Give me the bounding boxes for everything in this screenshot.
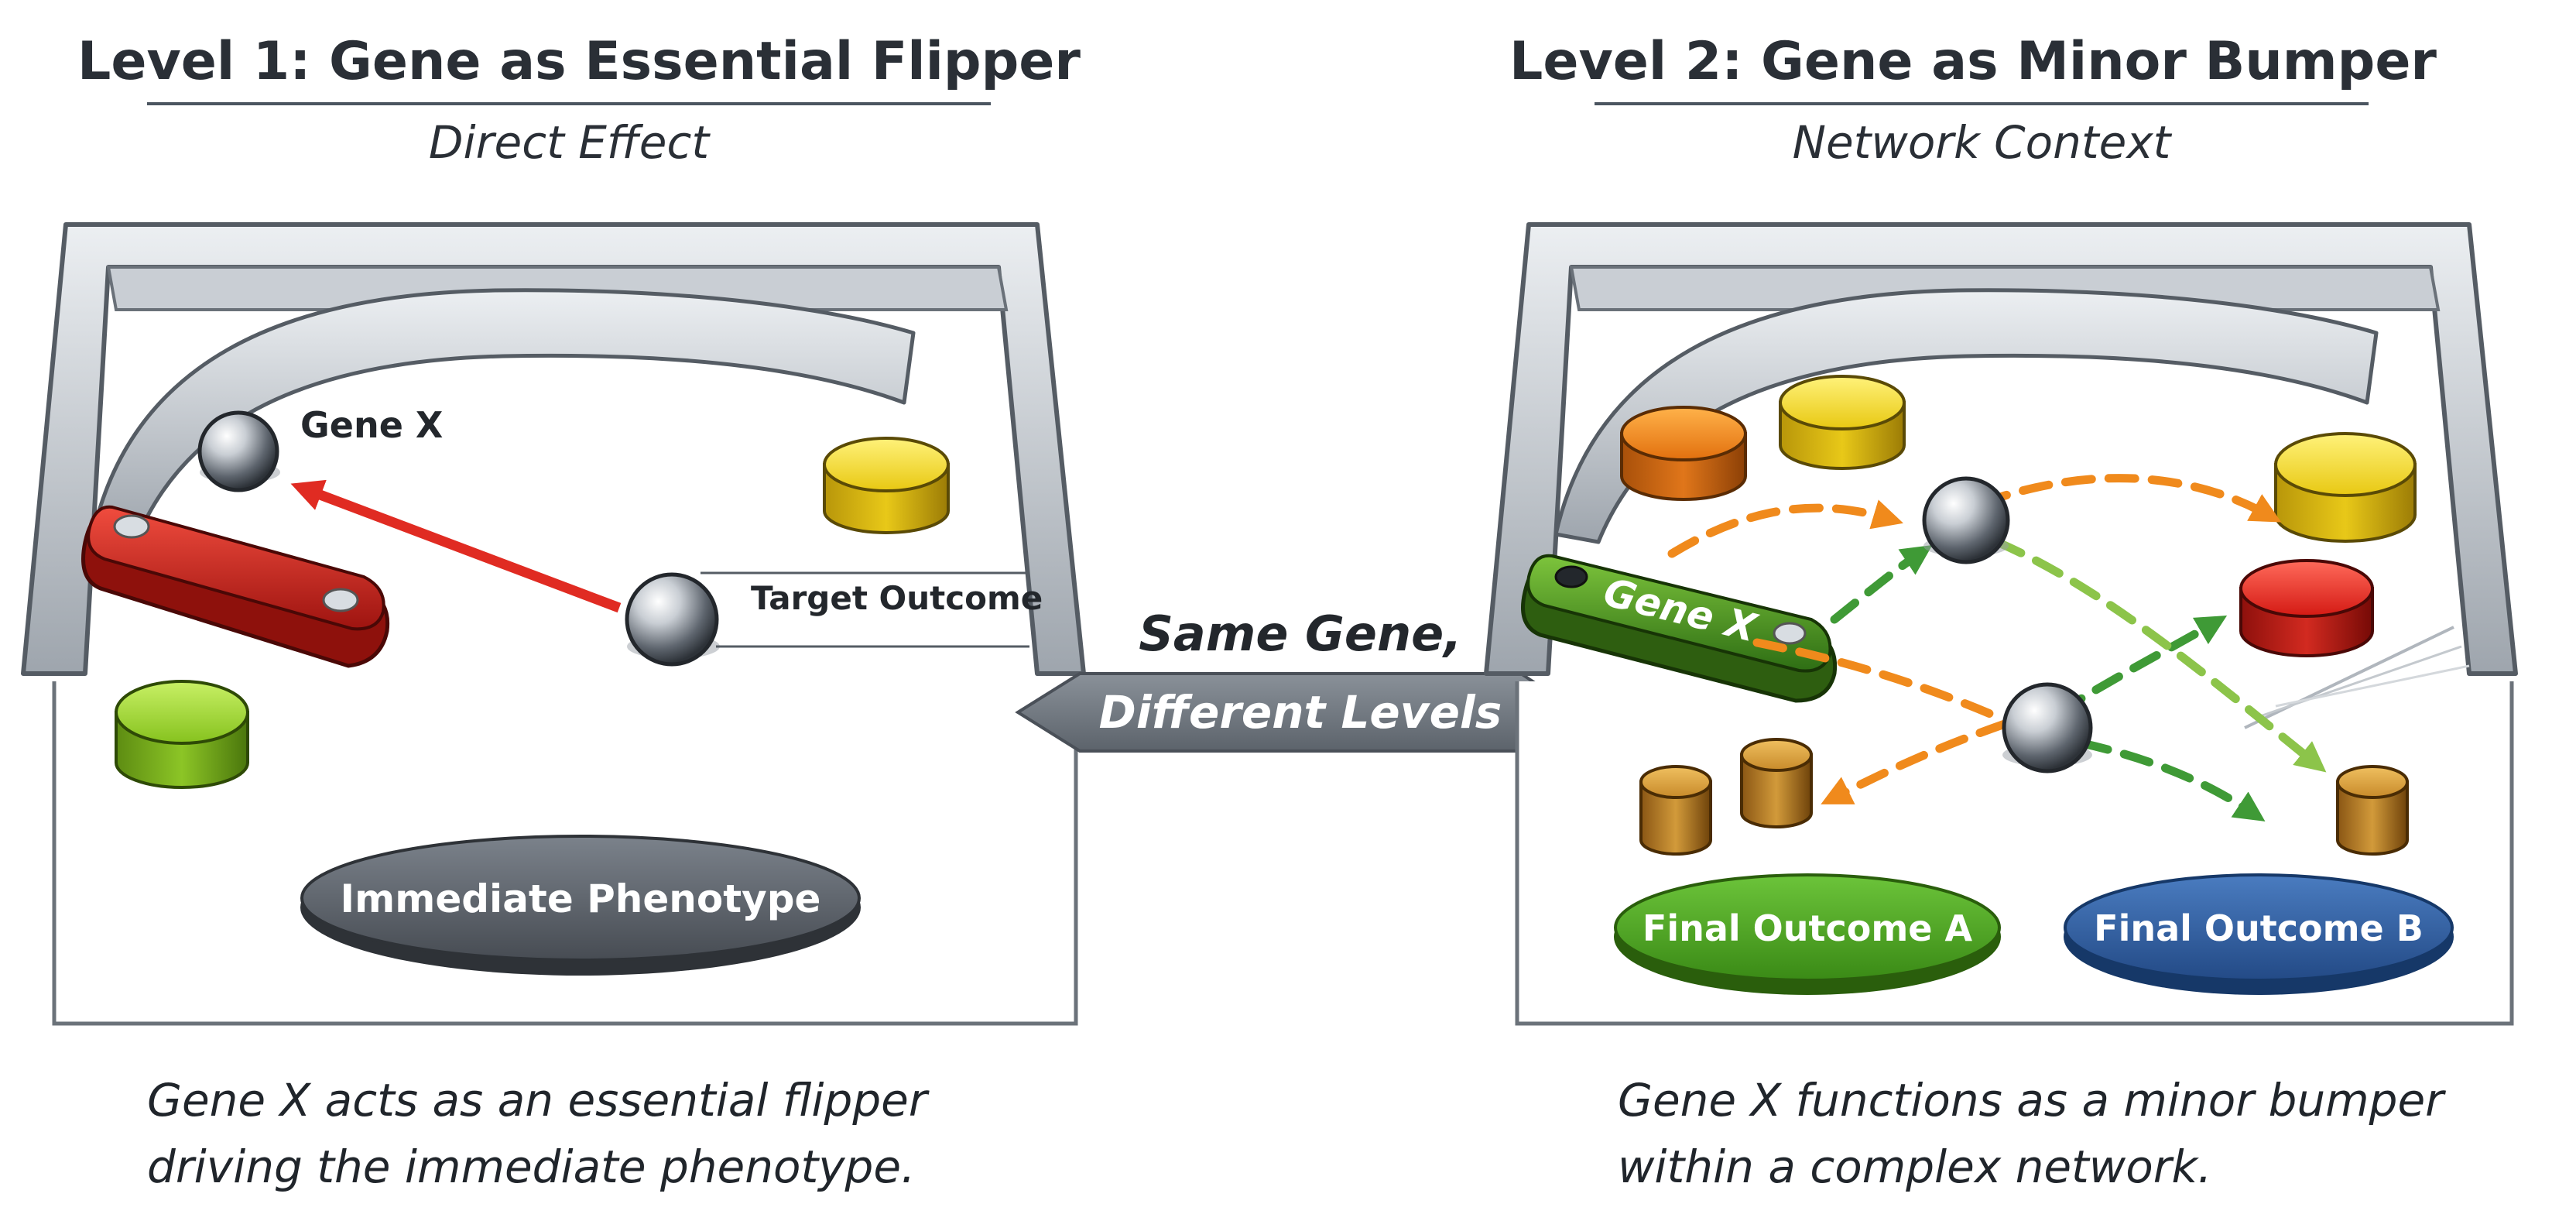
right-caption: Gene X functions as a minor bumper withi…: [1618, 1067, 2444, 1200]
orange-arrow-2: [1977, 474, 2282, 523]
orange-bumper: [1620, 406, 1747, 501]
red-bumper: [2239, 559, 2374, 657]
left-caption-line1: Gene X acts as an essential flipper: [147, 1074, 927, 1127]
left-gene-label: Gene X: [300, 404, 443, 446]
left-gene-ball: [197, 410, 280, 492]
right-caption-line1: Gene X functions as a minor bumper: [1618, 1074, 2444, 1127]
banner-line2: Different Levels: [1099, 686, 1502, 739]
center-banner: Same Gene, Different Levels: [1015, 605, 1582, 753]
banner-line1: Same Gene,: [1139, 605, 1461, 662]
left-title: Level 1: Gene as Essential Flipper: [77, 31, 1081, 92]
left-yellow-bumper: [823, 437, 950, 534]
right-caption-line2: within a complex network.: [1618, 1140, 2212, 1193]
left-subtitle: Direct Effect: [428, 116, 710, 169]
immediate-phenotype-label: Immediate Phenotype: [341, 876, 821, 921]
red-action-arrow: [290, 479, 622, 613]
right-ball-lower: [2002, 682, 2093, 773]
orange-arrow-3: [1752, 638, 2009, 725]
orange-arrow-4: [1821, 719, 2009, 804]
right-title-rule: [1595, 102, 2369, 105]
yellow-bumper-right: [2274, 432, 2417, 543]
left-caption: Gene X acts as an essential flipper driv…: [147, 1067, 927, 1200]
right-ball-upper: [1922, 476, 2010, 564]
orange-arrow-1: [1667, 499, 1903, 558]
green-arrow-3: [2078, 739, 2266, 821]
green-flipper-gene-x: Gene X: [1521, 554, 1838, 703]
lime-arrow-1: [1992, 537, 2327, 773]
final-outcome-b-oval: Final Outcome B: [2064, 873, 2454, 995]
green-arrow-1: [1830, 545, 1933, 624]
left-target-ball: [625, 572, 720, 667]
left-title-rule: [147, 102, 991, 105]
final-outcome-a-label: Final Outcome A: [1643, 907, 1973, 949]
left-caption-line2: driving the immediate phenotype.: [147, 1140, 916, 1193]
yellow-bumper-top: [1779, 375, 1906, 470]
target-outcome-label: Target Outcome: [751, 579, 1043, 617]
brown-post-2: [1740, 738, 1813, 828]
red-flipper-gene-x: [81, 505, 390, 668]
right-subtitle: Network Context: [1792, 116, 2171, 169]
network-arrows: [1667, 474, 2327, 821]
final-outcome-a-oval: Final Outcome A: [1614, 873, 2001, 995]
final-outcome-b-label: Final Outcome B: [2094, 907, 2424, 949]
right-title: Level 2: Gene as Minor Bumper: [1509, 31, 2437, 92]
brown-post-1: [1639, 765, 1712, 856]
left-green-bumper: [115, 680, 249, 789]
brown-post-3: [2336, 765, 2409, 856]
immediate-phenotype-oval: Immediate Phenotype: [300, 835, 861, 976]
